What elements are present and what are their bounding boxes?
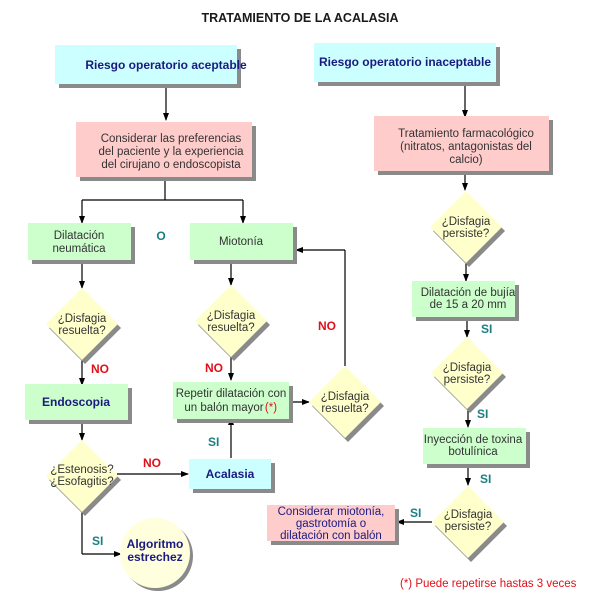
asterisk-note: (*) [265, 402, 277, 414]
no-label: NO [205, 361, 223, 375]
si-label: SI [480, 472, 491, 486]
decision-label-line: persiste? [443, 228, 490, 240]
node-label-line: dilatación con balón [280, 530, 382, 542]
node-dilatacion-neumatica: Dilatación neumática [28, 223, 135, 264]
node-inyeccion-toxina: Inyección de toxina botulínica [423, 428, 530, 468]
footnote: (*) Puede repetirse hastas 3 veces [400, 578, 577, 590]
decision-disfagia-resuelta-2: ¿Disfagia resuelta? [195, 285, 270, 361]
si-label: SI [92, 534, 103, 548]
node-label-line: Algoritmo [127, 537, 184, 551]
node-label-line: gastrotomía o [296, 518, 366, 530]
node-riesgo-inaceptable: Riesgo operatorio inaceptable [314, 43, 500, 86]
node-miotonia: Miotonía [190, 223, 297, 264]
decision-label-line: resuelta? [58, 325, 105, 337]
node-label-line: neumática [52, 243, 106, 255]
node-label: Endoscopia [42, 395, 110, 409]
node-label-line: Repetir dilatación con [176, 388, 287, 400]
node-label-line: Considerar las preferencias [101, 133, 242, 145]
node-label-line: (nitratos, antagonistas del [400, 141, 532, 153]
node-label-line: Dilatación de bujía [421, 287, 516, 299]
connectors [79, 83, 471, 557]
node-label-line: Considerar miotonía, [278, 506, 385, 518]
node-label-line: calcio) [449, 154, 482, 166]
decision-label-line: ¿Disfagia [321, 391, 370, 403]
node-acalasia: Acalasia [189, 459, 275, 493]
node-repetir-dilatacion: Repetir dilatación con un balón mayor (*… [173, 382, 293, 423]
decision-disfagia-resuelta-3: ¿Disfagia resuelta? [309, 366, 384, 442]
node-algoritmo-estrechez: Algoritmo estrechez [120, 518, 193, 591]
si-label: SI [410, 506, 421, 520]
decision-disfagia-persiste-1: ¿Disfagia persiste? [430, 191, 505, 267]
node-label-line: Dilatación [54, 230, 105, 242]
node-label-line: de 15 a 20 mm [430, 299, 507, 311]
decision-disfagia-persiste-2: ¿Disfagia persiste? [431, 337, 506, 413]
node-considerar-preferencias: Considerar las preferencias del paciente… [76, 122, 256, 181]
no-label: NO [318, 319, 336, 333]
node-label-line: estrechez [127, 550, 182, 564]
node-label-line: Tratamiento farmacológico [398, 128, 534, 140]
diagram-title: TRATAMIENTO DE LA ACALASIA [202, 11, 399, 25]
node-label-line: del paciente y la experiencia [98, 146, 244, 158]
node-dilatacion-bujia: Dilatación de bujía de 15 a 20 mm [412, 281, 519, 321]
node-tratamiento-farmacologico: Tratamiento farmacológico (nitratos, ant… [374, 116, 553, 175]
node-endoscopia: Endoscopia [25, 384, 132, 424]
no-label: NO [91, 362, 109, 376]
decision-label-line: ¿Disfagia [207, 310, 256, 322]
node-label: Acalasia [206, 467, 255, 481]
decision-label-line: ¿Disfagia [444, 509, 493, 521]
si-label: SI [481, 322, 492, 336]
or-label: O [156, 229, 165, 243]
decision-label-line: ¿Estenosis? [50, 464, 113, 476]
decision-estenosis-esofagitis: ¿Estenosis? ¿Esofagitis? [46, 440, 121, 516]
node-label-line: un balón mayor [184, 402, 263, 414]
decision-label-line: resuelta? [207, 322, 254, 334]
si-label: SI [208, 435, 219, 449]
decision-label-line: ¿Disfagia [442, 216, 491, 228]
node-label-line: Inyección de toxina [424, 434, 523, 446]
decision-label-line: resuelta? [321, 403, 368, 415]
decision-label-line: ¿Disfagia [443, 362, 492, 374]
decision-disfagia-persiste-3: ¿Disfagia persiste? [432, 486, 507, 562]
node-label: Miotonía [219, 236, 264, 248]
node-label: Riesgo operatorio aceptable [85, 58, 247, 72]
decision-label-line: ¿Esofagitis? [50, 476, 113, 488]
node-label: Riesgo operatorio inaceptable [319, 55, 491, 69]
decision-label-line: persiste? [444, 374, 491, 386]
si-label: SI [477, 407, 488, 421]
node-label-line: botulínica [448, 446, 498, 458]
decision-disfagia-resuelta-1: ¿Disfagia resuelta? [46, 288, 121, 364]
decision-label-line: persiste? [445, 521, 492, 533]
decision-label-line: ¿Disfagia [58, 313, 107, 325]
no-label: NO [143, 456, 161, 470]
node-label-line: del cirujano o endoscopista [101, 159, 241, 171]
node-riesgo-aceptable: Riesgo operatorio aceptable [55, 45, 247, 88]
node-considerar-miotonia: Considerar miotonía, gastrotomía o dilat… [267, 505, 399, 545]
